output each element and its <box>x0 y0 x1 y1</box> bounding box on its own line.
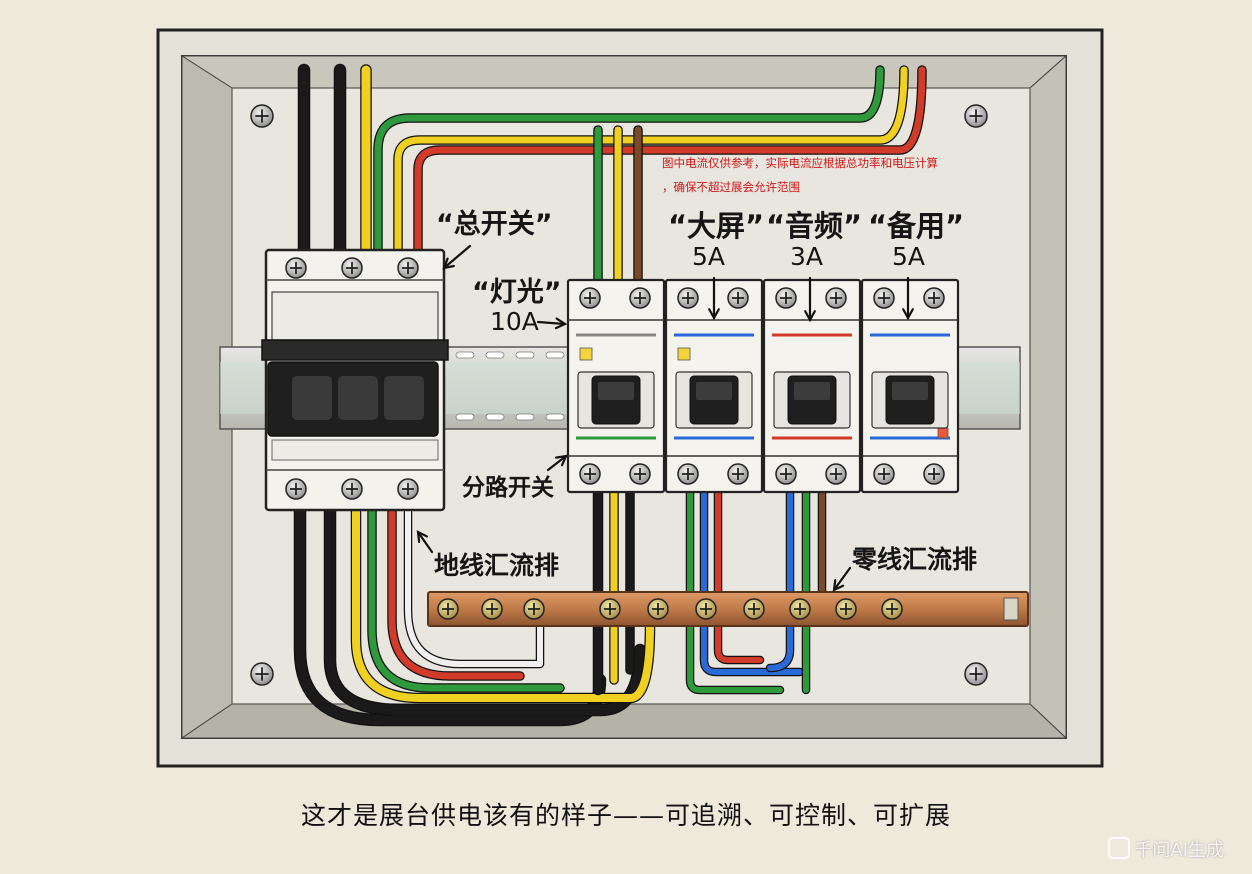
wiring <box>293 63 927 727</box>
screen-rating: 5A <box>692 242 726 271</box>
screw-icon <box>285 257 307 279</box>
ground-bus-label: 地线汇流排 <box>434 551 560 580</box>
screw-icon <box>727 287 749 309</box>
arrow-icon <box>804 276 816 323</box>
screw-icon <box>775 287 797 309</box>
screw-icon <box>825 463 847 485</box>
wire <box>394 66 908 254</box>
lighting-rating: 10A <box>490 307 539 336</box>
screw-icon <box>727 463 749 485</box>
arrow-icon <box>416 530 434 554</box>
wire <box>687 487 783 693</box>
terminal-screws <box>285 257 945 500</box>
screw-icon <box>881 598 903 620</box>
audio-rating: 3A <box>790 242 824 271</box>
screw-icon <box>250 104 274 128</box>
screw-icon <box>923 287 945 309</box>
neutral-bus-label: 零线汇流排 <box>852 545 978 574</box>
arrow-icon <box>536 317 568 330</box>
branch-breaker <box>860 278 960 494</box>
screw-icon <box>677 287 699 309</box>
wire <box>715 487 763 663</box>
wire <box>388 501 524 680</box>
branch-breaker <box>762 278 862 494</box>
screw-icon <box>964 104 988 128</box>
arrow-icon <box>708 276 720 321</box>
branch-switch-label: 分路开关 <box>462 475 554 501</box>
audio-label: “音频” <box>766 209 863 243</box>
bus-bar <box>427 591 1029 627</box>
arrows <box>416 244 914 592</box>
wire <box>368 501 564 692</box>
current-note-line1: 图中电流仅供参考，实际电流应根据总功率和电压计算 <box>662 156 938 170</box>
screw-icon <box>647 598 669 620</box>
screw-icon <box>964 662 988 686</box>
main-breaker <box>261 248 449 512</box>
screw-icon <box>437 598 459 620</box>
screw-icon <box>873 287 895 309</box>
screw-icon <box>695 598 717 620</box>
screw-icon <box>743 598 765 620</box>
arrow-icon <box>442 244 472 270</box>
wire <box>374 66 884 254</box>
wire <box>325 500 645 715</box>
screw-icon <box>397 257 419 279</box>
screw-icon <box>789 598 811 620</box>
arrow-icon <box>832 566 852 592</box>
screw-icon <box>923 463 945 485</box>
wire <box>767 487 793 671</box>
screw-icon <box>523 598 545 620</box>
screw-icon <box>677 463 699 485</box>
branch-breakers <box>566 278 960 494</box>
wire <box>352 501 654 702</box>
screw-icon <box>397 478 419 500</box>
screw-icon <box>285 478 307 500</box>
wire <box>701 487 803 675</box>
watermark: 千问AI生成 <box>1108 836 1224 862</box>
screw-icon <box>873 463 895 485</box>
screw-icon <box>599 598 621 620</box>
caption: 这才是展台供电该有的样子——可追溯、可控制、可扩展 <box>300 801 951 830</box>
wire <box>405 502 543 667</box>
lighting-label: “灯光” <box>472 277 562 308</box>
screw-icon <box>835 598 857 620</box>
screen-label: “大屏” <box>668 209 765 243</box>
screw-icon <box>579 287 601 309</box>
screw-icon <box>775 463 797 485</box>
spare-label: “备用” <box>868 209 965 243</box>
current-note-line2: ，确保不超过展会允许范围 <box>662 180 800 194</box>
arrow-icon <box>902 276 914 321</box>
spare-rating: 5A <box>892 242 926 271</box>
bus-screws <box>437 597 1019 621</box>
arrow-icon <box>546 454 568 472</box>
branch-breaker <box>566 278 666 494</box>
wire <box>414 66 926 254</box>
watermark-logo-icon <box>1108 837 1131 859</box>
main-switch-label: “总开关” <box>436 209 553 240</box>
screw-icon <box>250 662 274 686</box>
screw-icon <box>579 463 601 485</box>
screw-icon <box>481 598 503 620</box>
branch-breaker <box>664 278 764 494</box>
screw-icon <box>341 478 363 500</box>
screw-icon <box>341 257 363 279</box>
corner-screws <box>250 104 988 686</box>
watermark-text: 千问AI生成 <box>1134 840 1224 861</box>
screw-icon <box>825 287 847 309</box>
screw-icon <box>629 463 651 485</box>
screw-icon <box>629 287 651 309</box>
